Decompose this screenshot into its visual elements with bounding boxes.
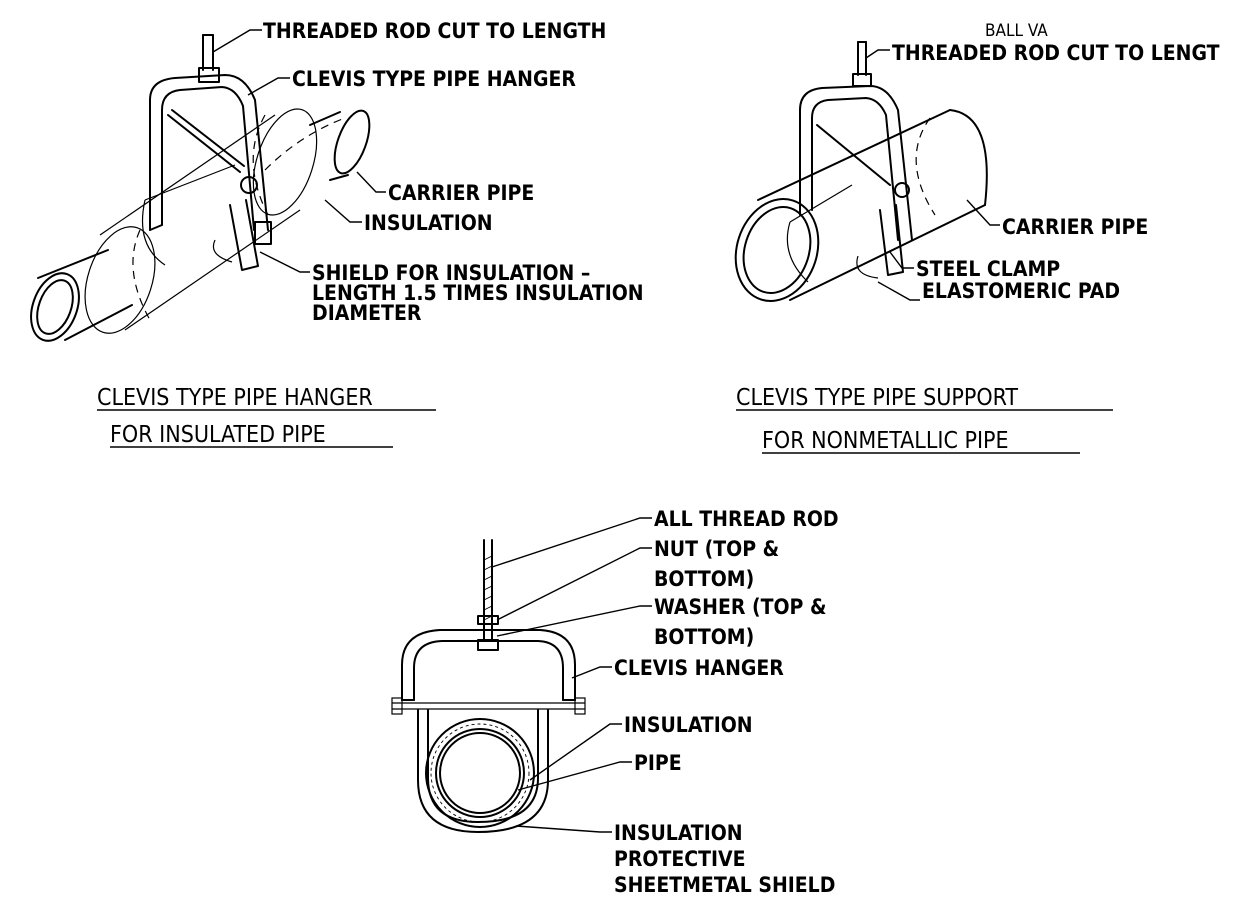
callout-shield-3-line3: SHEETMETAL SHIELD bbox=[614, 873, 835, 897]
callout-washer-line2: BOTTOM) bbox=[654, 625, 754, 649]
detail-1-leaders bbox=[212, 29, 386, 273]
threaded-rod-2 bbox=[852, 41, 872, 87]
callout-carrier-pipe: CARRIER PIPE bbox=[388, 181, 534, 205]
insulation-cylinder bbox=[84, 108, 318, 334]
callout-shield-3-line2: PROTECTIVE bbox=[614, 847, 746, 871]
callout-clevis-hanger: CLEVIS TYPE PIPE HANGER bbox=[292, 67, 576, 91]
detail-1-title-line2: FOR INSULATED PIPE bbox=[110, 422, 326, 448]
callout-pipe: PIPE bbox=[634, 751, 682, 775]
threaded-rod bbox=[198, 34, 220, 83]
detail-2-title-line2: FOR NONMETALLIC PIPE bbox=[762, 428, 1009, 454]
callout-ball-valve: BALL VA bbox=[985, 21, 1048, 41]
callout-clevis-hanger-3: CLEVIS HANGER bbox=[614, 656, 784, 680]
callout-insulation-3: INSULATION bbox=[624, 713, 753, 737]
callout-shield-3-line1: INSULATION bbox=[614, 821, 743, 845]
detail-3-leaders bbox=[491, 517, 652, 833]
callout-all-thread-rod: ALL THREAD ROD bbox=[654, 507, 839, 531]
callout-washer-line1: WASHER (TOP & bbox=[654, 595, 826, 619]
clevis-hanger bbox=[149, 74, 272, 271]
insulation-shield bbox=[141, 164, 236, 266]
callout-nut-line2: BOTTOM) bbox=[654, 567, 754, 591]
carrier-pipe-end bbox=[30, 249, 133, 342]
all-thread-rod bbox=[477, 539, 499, 651]
detail-2-title-line1: CLEVIS TYPE PIPE SUPPORT bbox=[736, 385, 1018, 411]
detail-nonmetallic-pipe-support: BALL VA THREADED ROD CUT TO LENGT CARRIE… bbox=[734, 21, 1220, 454]
callout-shield-line3: DIAMETER bbox=[312, 301, 422, 325]
detail-2-leaders bbox=[865, 49, 1000, 301]
detail-insulated-pipe-hanger: THREADED ROD CUT TO LENGTH CLEVIS TYPE P… bbox=[30, 19, 644, 448]
callout-steel-clamp: STEEL CLAMP bbox=[916, 257, 1060, 281]
callout-threaded-rod: THREADED ROD CUT TO LENGTH bbox=[263, 19, 606, 43]
detail-1-title-line1: CLEVIS TYPE PIPE HANGER bbox=[97, 385, 373, 411]
clevis-hanger-3 bbox=[391, 629, 586, 715]
callout-shield-line1: SHIELD FOR INSULATION – bbox=[312, 261, 590, 285]
clevis-hanger-2 bbox=[799, 85, 913, 276]
callout-nut-line1: NUT (TOP & bbox=[654, 537, 779, 561]
steel-clamp-2 bbox=[786, 184, 879, 283]
callout-shield-line2: LENGTH 1.5 TIMES INSULATION bbox=[312, 281, 644, 305]
callout-insulation: INSULATION bbox=[364, 211, 493, 235]
insulation-ring bbox=[425, 718, 535, 828]
carrier-pipe-2 bbox=[734, 109, 988, 302]
callout-elastomeric-pad: ELASTOMERIC PAD bbox=[922, 279, 1120, 303]
callout-carrier-pipe-2: CARRIER PIPE bbox=[1002, 215, 1148, 239]
callout-threaded-rod-2: THREADED ROD CUT TO LENGT bbox=[892, 41, 1220, 65]
pipe-section bbox=[439, 732, 521, 814]
detail-clevis-hanger-section: ALL THREAD ROD NUT (TOP & BOTTOM) WASHER… bbox=[391, 507, 839, 897]
carrier-pipe bbox=[264, 109, 371, 181]
